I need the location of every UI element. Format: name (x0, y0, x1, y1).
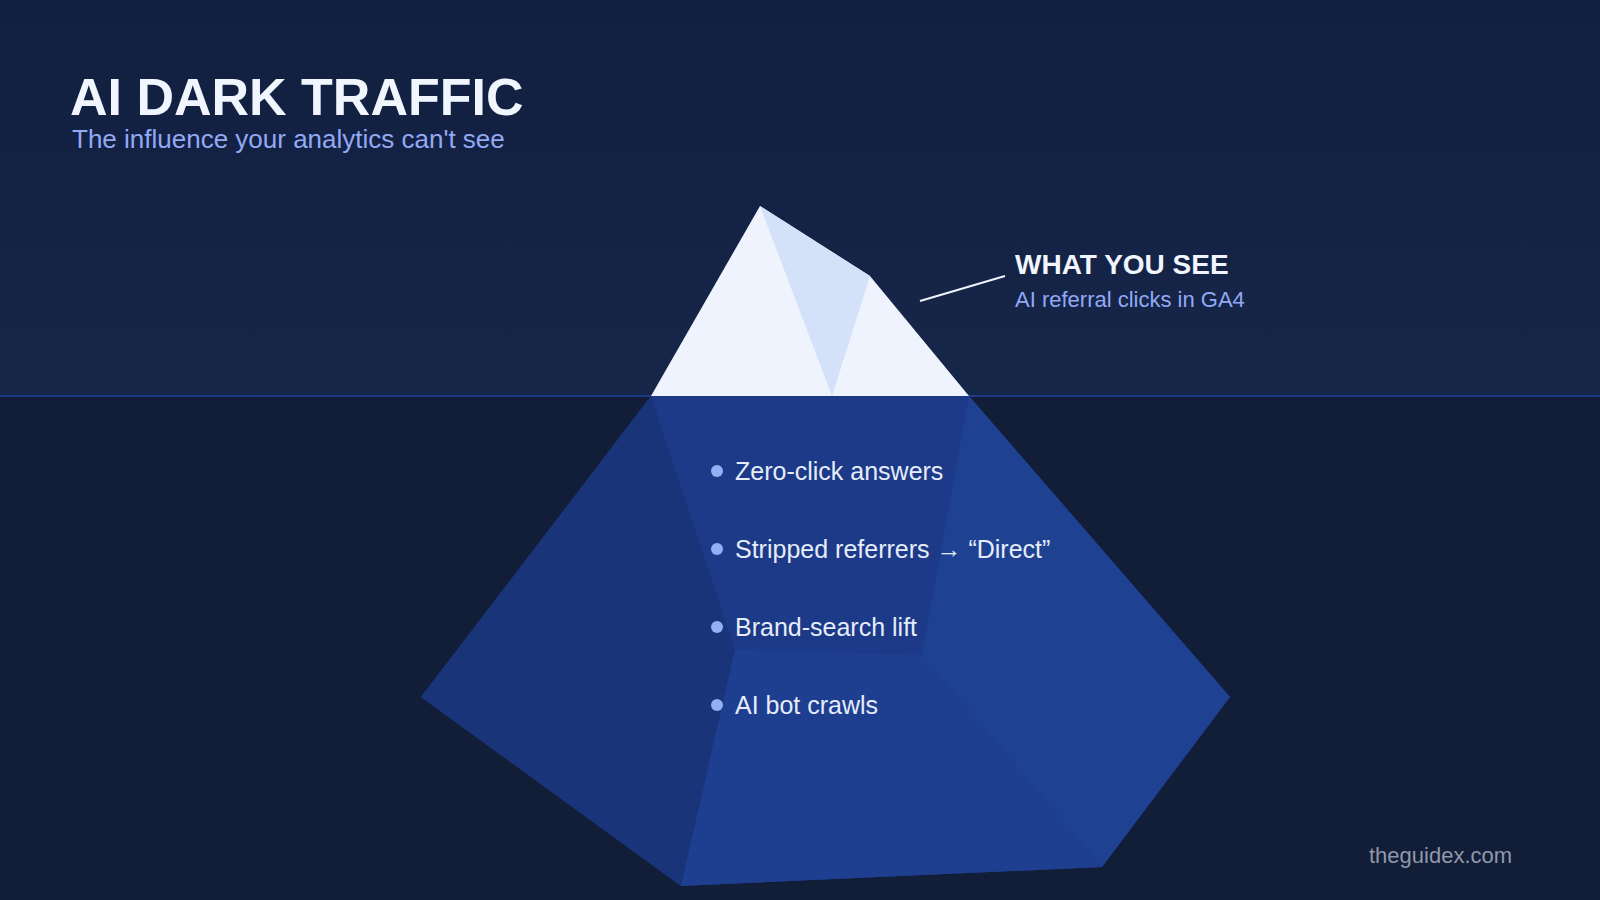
bullet-row: Stripped referrers → “Direct” (711, 534, 1055, 612)
bullet-dot (711, 699, 723, 711)
leader-line (920, 276, 1005, 301)
bullet-text: Zero-click answers (735, 456, 943, 486)
iceberg-body (421, 396, 1230, 886)
iceberg-facet (681, 650, 1102, 886)
callout-heading: WHAT YOU SEE (1015, 248, 1249, 282)
page-title: AI DARK TRAFFIC (70, 66, 524, 128)
bullet-dot (711, 543, 723, 555)
watermark: theguidex.com (1369, 843, 1512, 869)
bullet-dot (711, 621, 723, 633)
iceberg-tip-facet (760, 206, 870, 396)
water-ground (0, 396, 1600, 900)
bullet-row: Brand-search lift (711, 612, 1055, 690)
bullet-dot (711, 465, 723, 477)
bullet-text: Brand-search lift (735, 612, 917, 642)
bullet-text: Stripped referrers → “Direct” (735, 534, 1050, 564)
callout-text: AI referral clicks in GA4 (1015, 286, 1249, 314)
bullet-row: AI bot crawls (711, 690, 1055, 768)
sky-ground (0, 0, 1600, 396)
iceberg-list: Zero-click answersStripped referrers → “… (711, 456, 1055, 768)
bullet-row: Zero-click answers (711, 456, 1055, 534)
bullet-text: AI bot crawls (735, 690, 878, 720)
iceberg-facet (421, 396, 735, 886)
page-subtitle: The influence your analytics can't see (72, 124, 505, 155)
callout-box: WHAT YOU SEE AI referral clicks in GA4 (1015, 248, 1249, 316)
